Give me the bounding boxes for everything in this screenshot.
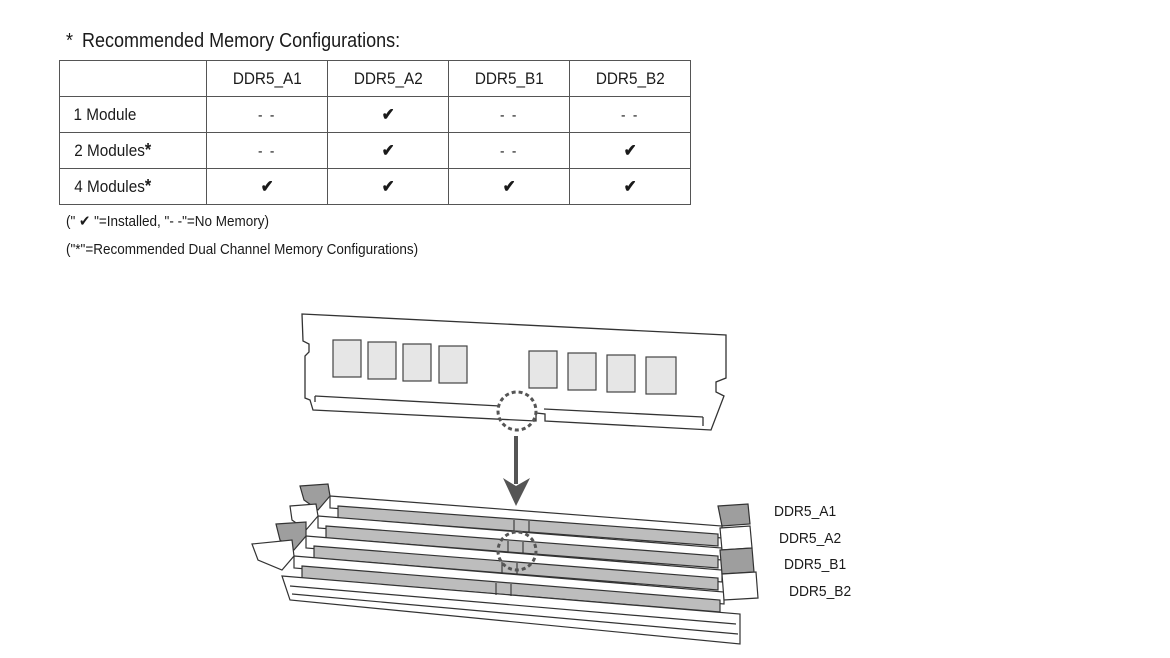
dimm-module — [301, 313, 727, 431]
table-cell: - - — [206, 96, 328, 133]
table-cell: ✔ — [327, 96, 449, 133]
column-header: DDR5_B2 — [569, 60, 691, 97]
legend-note-installed: (" ✔ "=Installed, "- -"=No Memory) — [66, 213, 270, 230]
table-cell: - - — [448, 132, 570, 169]
slot-label-b2: DDR5_B2 — [789, 583, 852, 600]
column-header: DDR5_B1 — [448, 60, 570, 97]
table-cell: - - — [569, 96, 691, 133]
insert-arrow-icon — [503, 436, 530, 506]
slot-key-highlight — [496, 530, 538, 572]
column-header: DDR5_A1 — [206, 60, 328, 97]
row-label: 1 Module — [59, 96, 207, 133]
table-cell: ✔ — [327, 168, 449, 205]
dimm-slots — [281, 495, 741, 645]
legend-note-dual-channel: ("*"=Recommended Dual Channel Memory Con… — [66, 241, 419, 258]
slot-label-a1: DDR5_A1 — [774, 503, 837, 520]
table-cell: ✔ — [206, 168, 328, 205]
module-notch-highlight — [496, 390, 538, 432]
right-slot-latches — [717, 503, 759, 601]
title-asterisk: * — [66, 30, 74, 52]
table-corner-cell — [59, 60, 207, 97]
section-title: * Recommended Memory Configurations: — [66, 30, 400, 53]
table-cell: ✔ — [327, 132, 449, 169]
title-text: Recommended Memory Configurations: — [82, 30, 401, 52]
column-header: DDR5_A2 — [327, 60, 449, 97]
table-row: 1 Module - - ✔ - - - - — [59, 96, 691, 133]
memory-chips — [332, 339, 677, 395]
slot-label-b1: DDR5_B1 — [784, 556, 847, 573]
table-cell: - - — [206, 132, 328, 169]
table-row: 4 Modules* ✔ ✔ ✔ ✔ — [59, 168, 691, 205]
left-slot-latches — [251, 483, 331, 571]
row-label: 4 Modules* — [59, 168, 207, 205]
memory-config-table: DDR5_A1 DDR5_A2 DDR5_B1 DDR5_B2 1 Module… — [59, 60, 691, 205]
table-row: 2 Modules* - - ✔ - - ✔ — [59, 132, 691, 169]
slot-label-a2: DDR5_A2 — [779, 530, 842, 547]
table-cell: ✔ — [569, 168, 691, 205]
table-header-row: DDR5_A1 DDR5_A2 DDR5_B1 DDR5_B2 — [59, 60, 691, 97]
table-cell: ✔ — [569, 132, 691, 169]
